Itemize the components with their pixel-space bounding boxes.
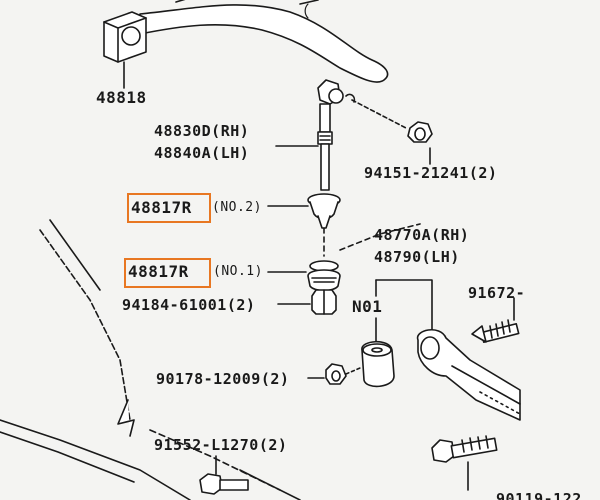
- label-94184: 94184-61001(2): [122, 296, 256, 314]
- bolt-91552: [199, 473, 249, 495]
- stabilizer-bushing: [103, 11, 147, 63]
- label-48790-lh: 48790(LH): [374, 248, 460, 266]
- label-94151: 94151-21241(2): [364, 164, 498, 182]
- lower-arm: [417, 329, 521, 421]
- cushion-no2: [307, 193, 341, 229]
- label-48830d-rh: 48830D(RH): [154, 122, 250, 140]
- highlight-48817r-no2: [127, 193, 211, 223]
- label-91552: 91552-L1270(2): [154, 436, 288, 454]
- label-48817r-no1-note: (NO.1): [213, 264, 263, 279]
- label-48840a-lh: 48840A(LH): [154, 144, 250, 162]
- label-48817r-no2: 48817R: [131, 198, 192, 217]
- nut-94151: [407, 121, 433, 143]
- bolt-91672: [471, 319, 520, 344]
- arm-bushing-n01: [361, 340, 395, 388]
- label-n01: N01: [352, 297, 383, 316]
- label-48770a-rh: 48770A(RH): [374, 226, 470, 244]
- bolt-90119: [431, 435, 498, 463]
- highlight-48817r-no1: [124, 258, 211, 288]
- label-48818: 48818: [96, 88, 147, 107]
- cushion-no1: [307, 260, 341, 292]
- label-90178: 90178-12009(2): [156, 370, 290, 388]
- label-48817r-no2-note: (NO.2): [212, 200, 262, 215]
- label-90119: 90119-122: [496, 490, 582, 500]
- label-91672: 91672-: [468, 284, 526, 302]
- label-48817r-no1: 48817R: [128, 262, 189, 281]
- nut-94184: [311, 289, 337, 315]
- stabilizer-bar: [139, 0, 389, 83]
- stabilizer-link: [317, 79, 356, 191]
- body-frame: [0, 219, 301, 500]
- nut-90178: [325, 363, 347, 385]
